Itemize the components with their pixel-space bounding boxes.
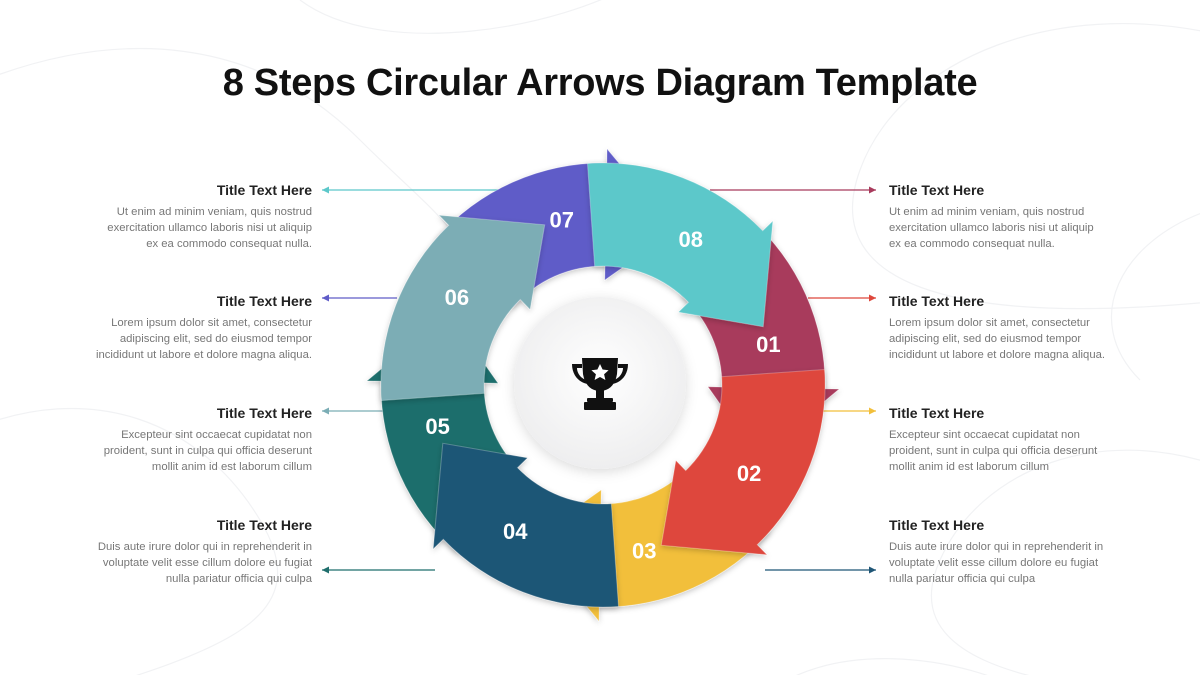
step-02-text: Title Text Here Lorem ipsum dolor sit am… [889, 291, 1139, 363]
step-07-title: Title Text Here [216, 293, 312, 309]
step-03-desc: Excepteur sint occaecat cupidatat non pr… [889, 429, 1098, 473]
step-07-connector-head [322, 294, 329, 302]
step-02-arrow [660, 368, 826, 556]
step-02-title: Title Text Here [889, 293, 985, 309]
step-01-number: 01 [756, 332, 780, 357]
step-04-number: 04 [503, 519, 528, 544]
step-06-arrow [380, 214, 546, 402]
step-02-connector-head [869, 294, 876, 302]
step-06-text: Title Text Here Excepteur sint occaecat … [62, 403, 312, 475]
step-05-desc: Duis aute irure dolor qui in reprehender… [97, 541, 312, 585]
step-06-number: 06 [445, 285, 469, 310]
step-06-connector-head [322, 407, 329, 415]
step-04-connector-head [869, 566, 876, 574]
step-05-text: Title Text Here Duis aute irure dolor qu… [62, 515, 312, 587]
page-title: 8 Steps Circular Arrows Diagram Template [222, 62, 978, 104]
step-04-desc: Duis aute irure dolor qui in reprehender… [889, 541, 1104, 585]
step-08-desc: Ut enim ad minim veniam, quis nostrud ex… [107, 206, 312, 250]
step-05-connector-head [322, 566, 329, 574]
step-07-text: Title Text Here Lorem ipsum dolor sit am… [62, 291, 312, 363]
step-07-number: 07 [550, 208, 574, 233]
step-08-arrow [586, 162, 774, 328]
step-07-desc: Lorem ipsum dolor sit amet, consectetur … [95, 317, 312, 361]
step-08-text: Title Text Here Ut enim ad minim veniam,… [62, 180, 312, 252]
step-01-text: Title Text Here Ut enim ad minim veniam,… [889, 180, 1139, 252]
step-04-arrow [432, 442, 620, 608]
step-03-title: Title Text Here [889, 405, 985, 421]
step-01-title: Title Text Here [889, 182, 985, 198]
step-03-number: 03 [632, 538, 656, 563]
step-03-text: Title Text Here Excepteur sint occaecat … [889, 403, 1139, 475]
step-02-desc: Lorem ipsum dolor sit amet, consectetur … [889, 317, 1106, 361]
trophy-icon [572, 358, 628, 410]
step-08-title: Title Text Here [216, 182, 312, 198]
step-05-title: Title Text Here [216, 517, 312, 533]
step-01-connector-head [869, 186, 876, 194]
step-04-title: Title Text Here [889, 517, 985, 533]
step-03-connector-head [869, 407, 876, 415]
step-05-number: 05 [425, 414, 449, 439]
step-06-title: Title Text Here [216, 405, 312, 421]
step-06-desc: Excepteur sint occaecat cupidatat non pr… [103, 429, 312, 473]
step-08-connector-head [322, 186, 329, 194]
step-01-desc: Ut enim ad minim veniam, quis nostrud ex… [889, 206, 1094, 250]
step-08-number: 08 [679, 227, 703, 252]
step-02-number: 02 [737, 461, 761, 486]
step-04-text: Title Text Here Duis aute irure dolor qu… [889, 515, 1139, 587]
